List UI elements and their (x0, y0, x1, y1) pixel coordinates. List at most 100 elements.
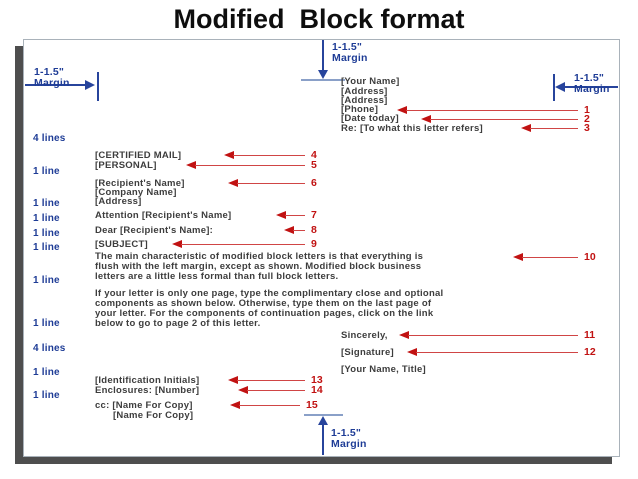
margin-label: 1-1.5" Margin (331, 428, 367, 450)
margin-tick (301, 79, 345, 81)
margin-line (564, 86, 618, 88)
spacing-label: 4 lines (33, 343, 66, 354)
letter-line: [Recipient's Name] (95, 178, 185, 189)
annotation-number: 2 (584, 113, 590, 125)
margin-word: Margin (332, 52, 368, 64)
letter-line: [Address] (341, 95, 388, 106)
annotation-line (293, 230, 305, 231)
arrow-left-icon (186, 161, 196, 169)
paragraph-line: below to go to page 2 of this letter. (95, 318, 261, 329)
annotation-number: 6 (311, 177, 317, 189)
paragraph-line: flush with the left margin, except as sh… (95, 261, 422, 272)
annotation-number: 10 (584, 251, 596, 263)
letter-line: Dear [Recipient's Name]: (95, 225, 214, 236)
annotation-number: 3 (584, 122, 590, 134)
letter-line: Attention [Recipient's Name] (95, 210, 232, 221)
letter-line: [Date today] (341, 113, 399, 124)
arrow-left-icon (555, 82, 565, 92)
annotation-line (408, 335, 578, 336)
annotation-line (406, 110, 578, 111)
margin-label: 1-1.5" Margin (332, 42, 368, 64)
letter-line: [Address] (95, 196, 142, 207)
letter-line: [PERSONAL] (95, 160, 157, 171)
arrow-left-icon (228, 179, 238, 187)
arrow-left-icon (421, 115, 431, 123)
letter-line: [Signature] (341, 347, 394, 358)
paragraph-line: your letter. For the components of conti… (95, 308, 434, 319)
margin-line (25, 84, 86, 86)
arrow-left-icon (238, 386, 248, 394)
annotation-number: 12 (584, 346, 596, 358)
margin-tick (553, 74, 555, 101)
annotation-number: 15 (306, 399, 318, 411)
margin-word: Margin (574, 83, 610, 95)
letter-line: [Your Name, Title] (341, 364, 426, 375)
annotation-number: 4 (311, 149, 317, 161)
letter-line: [Name For Copy] (113, 410, 194, 421)
margin-size: 1-1.5" (34, 66, 65, 78)
letter-page (23, 39, 620, 457)
arrow-left-icon (230, 401, 240, 409)
letter-line: [Company Name] (95, 187, 177, 198)
margin-size: 1-1.5" (574, 72, 605, 84)
spacing-label: 1 line (33, 390, 60, 401)
arrow-left-icon (521, 124, 531, 132)
spacing-label: 1 line (33, 198, 60, 209)
arrow-left-icon (397, 106, 407, 114)
annotation-line (181, 244, 305, 245)
annotation-number: 5 (311, 159, 317, 171)
annotation-number: 7 (311, 209, 317, 221)
arrow-down-icon (318, 70, 328, 79)
annotation-line (233, 155, 305, 156)
arrow-left-icon (276, 211, 286, 219)
letter-line: [CERTIFIED MAIL] (95, 150, 182, 161)
letter-line: [Your Name] (341, 76, 400, 87)
annotation-line (195, 165, 305, 166)
letter-line: [Address] (341, 86, 388, 97)
margin-word: Margin (331, 438, 367, 450)
arrow-left-icon (513, 253, 523, 261)
annotation-line (416, 352, 578, 353)
annotation-line (522, 257, 578, 258)
slide-title: Modified Block format (173, 4, 465, 34)
arrow-left-icon (172, 240, 182, 248)
margin-line (322, 424, 324, 455)
margin-size: 1-1.5" (331, 427, 362, 439)
spacing-label: 1 line (33, 213, 60, 224)
arrow-up-icon (318, 416, 328, 425)
margin-word: Margin (34, 77, 70, 89)
arrow-left-icon (224, 151, 234, 159)
annotation-number: 1 (584, 104, 590, 116)
letter-line: Sincerely, (341, 330, 388, 341)
margin-size: 1-1.5" (332, 41, 363, 53)
spacing-label: 1 line (33, 275, 60, 286)
paragraph-line: letters are a little less formal than fu… (95, 271, 339, 282)
arrow-left-icon (399, 331, 409, 339)
annotation-number: 11 (584, 329, 596, 341)
margin-tick (97, 72, 99, 101)
annotation-number: 14 (311, 384, 323, 396)
paragraph-line: components as shown below. Otherwise, ty… (95, 298, 432, 309)
margin-line (322, 40, 324, 71)
spacing-label: 1 line (33, 166, 60, 177)
annotation-line (285, 215, 305, 216)
arrow-left-icon (228, 376, 238, 384)
letter-line: [Identification Initials] (95, 375, 200, 386)
annotation-line (430, 119, 578, 120)
arrow-left-icon (284, 226, 294, 234)
spacing-label: 1 line (33, 242, 60, 253)
annotation-line (239, 405, 300, 406)
annotation-line (247, 390, 305, 391)
margin-tick (304, 414, 343, 416)
letter-line: Enclosures: [Number] (95, 385, 200, 396)
margin-label: 1-1.5" Margin (34, 67, 70, 89)
letter-line: Re: [To what this letter refers] (341, 123, 483, 134)
spacing-label: 1 line (33, 228, 60, 239)
paragraph-line: If your letter is only one page, type th… (95, 288, 444, 299)
annotation-number: 9 (311, 238, 317, 250)
annotation-line (237, 380, 305, 381)
letter-line: [SUBJECT] (95, 239, 148, 250)
annotation-number: 8 (311, 224, 317, 236)
letter-line: cc: [Name For Copy] (95, 400, 193, 411)
